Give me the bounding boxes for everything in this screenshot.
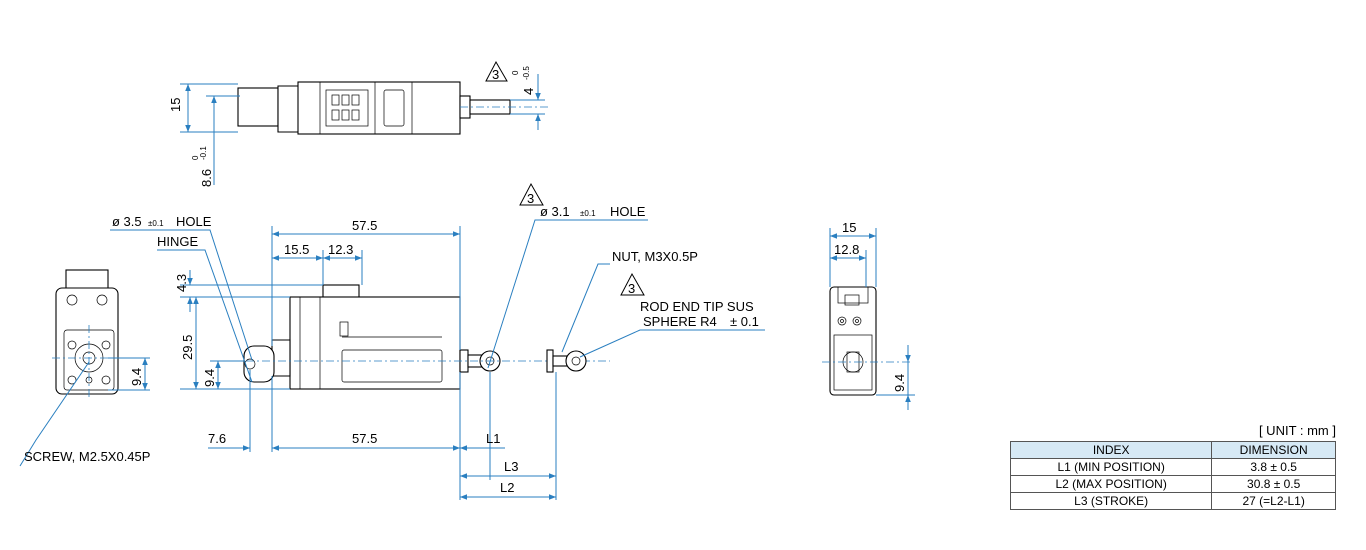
top-view-bracket (277, 85, 301, 133)
dim-L1: L1 (486, 431, 500, 446)
top-view-mount-block (237, 87, 279, 127)
left-end-view: 9.4 SCREW, M2.5X0.45P (19, 269, 150, 467)
dim-rod-diameter: 4 (521, 88, 536, 95)
hole-left-dia: ø 3.5 (112, 214, 142, 229)
left-view-body (55, 287, 119, 395)
svg-text:0: 0 (191, 155, 200, 160)
rod-end-tol: ± 0.1 (730, 314, 759, 329)
dim-top-offset: 8.6 (199, 169, 214, 187)
svg-text:3: 3 (628, 281, 635, 296)
table-cell-dimension: 30.8 ± 0.5 (1211, 475, 1336, 493)
dim-overall-length: 57.5 (352, 218, 377, 233)
dim-7-6: 7.6 (208, 431, 226, 446)
front-view-housing (289, 296, 461, 390)
dim-29-5: 29.5 (180, 335, 195, 360)
front-view-rod-end-extended (565, 350, 587, 372)
top-view: 15 8.6 0 -0.1 4 0 -0.5 3 (168, 60, 548, 187)
table-row: L1 (MIN POSITION) 3.8 ± 0.5 (1009, 458, 1336, 476)
top-view-housing (297, 81, 461, 135)
dim-right-12-8: 12.8 (834, 242, 859, 257)
unit-label: [ UNIT : mm ] (1258, 423, 1336, 438)
dim-front-9-4: 9.4 (202, 369, 217, 387)
front-view-hinge-bracket (271, 339, 291, 377)
dim-left-view-9-4: 9.4 (129, 368, 144, 386)
dim-top-height: 15 (168, 98, 183, 112)
dim-right-15: 15 (842, 220, 856, 235)
table-row: L2 (MAX POSITION) 30.8 ± 0.5 (1009, 475, 1336, 493)
svg-text:±0.1: ±0.1 (580, 209, 596, 218)
dim-L3: L3 (504, 459, 518, 474)
svg-text:±0.1: ±0.1 (148, 219, 164, 228)
svg-text:0: 0 (511, 70, 520, 75)
hole-right-suffix: HOLE (610, 204, 646, 219)
svg-text:3: 3 (492, 67, 499, 82)
hole-right-dia: ø 3.1 (540, 204, 570, 219)
dim-12-3: 12.3 (328, 242, 353, 257)
column-header-dimension: DIMENSION (1211, 441, 1336, 459)
revision-triangle-icon: 3 (485, 60, 508, 82)
spec-table: [ UNIT : mm ] INDEX DIMENSION L1 (MIN PO… (1009, 420, 1336, 510)
rod-end-line2: SPHERE R4 (643, 314, 717, 329)
table-header-row: INDEX DIMENSION (1009, 441, 1336, 459)
dim-4-3: 4.3 (174, 274, 189, 292)
hinge-label: HINGE (157, 234, 199, 249)
dim-15-5: 15.5 (284, 242, 309, 257)
revision-triangle-icon: 3 (519, 182, 544, 206)
hole-left-suffix: HOLE (176, 214, 212, 229)
table-cell-dimension: 3.8 ± 0.5 (1211, 458, 1336, 476)
top-view-connector (325, 89, 369, 127)
table-row: L3 (STROKE) 27 (=L2-L1) (1009, 492, 1336, 510)
front-view: 57.5 15.5 12.3 4.3 29.5 9.4 7.6 57.5 L1 (110, 182, 765, 500)
front-view-hinge (243, 345, 275, 383)
rod-end-line1: ROD END TIP SUS (640, 299, 754, 314)
table-cell-dimension: 27 (=L2-L1) (1211, 492, 1336, 510)
svg-text:-0.1: -0.1 (199, 146, 208, 160)
table-cell-index: L3 (STROKE) (1009, 492, 1213, 510)
svg-text:-0.5: -0.5 (522, 66, 531, 80)
connector-pins-icon (331, 94, 360, 121)
dimension-table: INDEX DIMENSION L1 (MIN POSITION) 3.8 ± … (1009, 441, 1336, 510)
svg-text:3: 3 (527, 191, 534, 206)
column-header-index: INDEX (1009, 441, 1213, 459)
screw-label: SCREW, M2.5X0.45P (24, 449, 150, 464)
nut-label: NUT, M3X0.5P (612, 249, 698, 264)
table-cell-index: L2 (MAX POSITION) (1009, 475, 1213, 493)
dim-right-9-4: 9.4 (892, 374, 907, 392)
dim-bottom-57-5: 57.5 (352, 431, 377, 446)
left-view-top-block (65, 269, 109, 291)
right-end-view: 15 12.8 9.4 (822, 220, 915, 410)
dim-L2: L2 (500, 480, 514, 495)
table-cell-index: L1 (MIN POSITION) (1009, 458, 1213, 476)
revision-triangle-icon: 3 (620, 272, 645, 296)
